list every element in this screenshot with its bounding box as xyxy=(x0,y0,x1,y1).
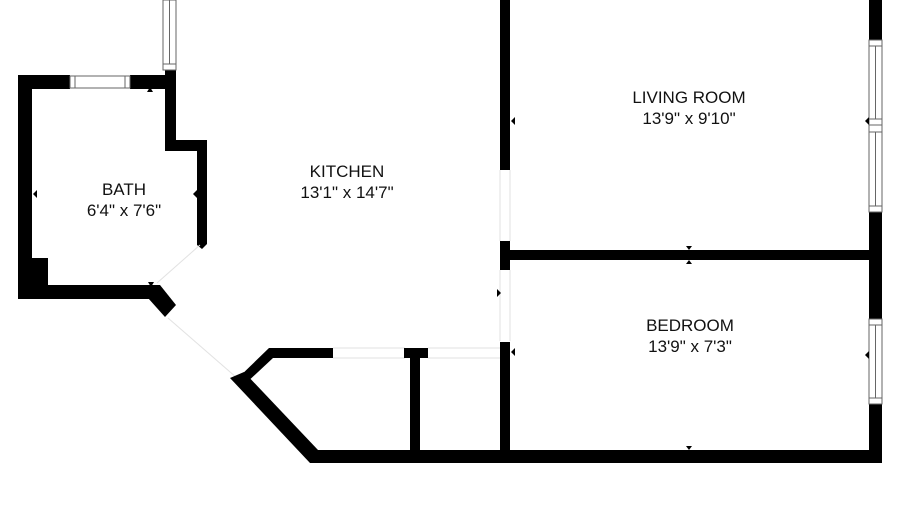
right-windows xyxy=(868,39,883,405)
room-name: KITCHEN xyxy=(309,162,385,181)
room-label-bath: BATH 6'4" x 7'6" xyxy=(87,179,161,221)
room-dimensions: 13'9" x 7'3" xyxy=(648,337,732,356)
room-name: LIVING ROOM xyxy=(632,88,746,107)
room-name: BEDROOM xyxy=(646,316,734,335)
door-openings xyxy=(156,170,511,379)
bath-window xyxy=(69,75,131,89)
room-dimensions: 6'4" x 7'6" xyxy=(86,201,162,220)
room-name: BATH xyxy=(101,180,147,199)
right-exterior-wall xyxy=(869,0,882,463)
room-dimensions: 13'9" x 9'10" xyxy=(642,109,736,128)
kitchen-walls xyxy=(230,342,882,463)
room-label-kitchen: KITCHEN 13'1" x 14'7" xyxy=(300,161,393,203)
dimension-markers xyxy=(33,87,869,450)
room-label-living-room: LIVING ROOM 13'9" x 9'10" xyxy=(632,87,745,129)
room-label-bedroom: BEDROOM 13'9" x 7'3" xyxy=(646,315,734,357)
room-dimensions: 13'1" x 14'7" xyxy=(300,183,394,202)
bath-walls xyxy=(18,70,207,317)
kitchen-window xyxy=(162,0,177,71)
partition-walls xyxy=(500,0,870,270)
